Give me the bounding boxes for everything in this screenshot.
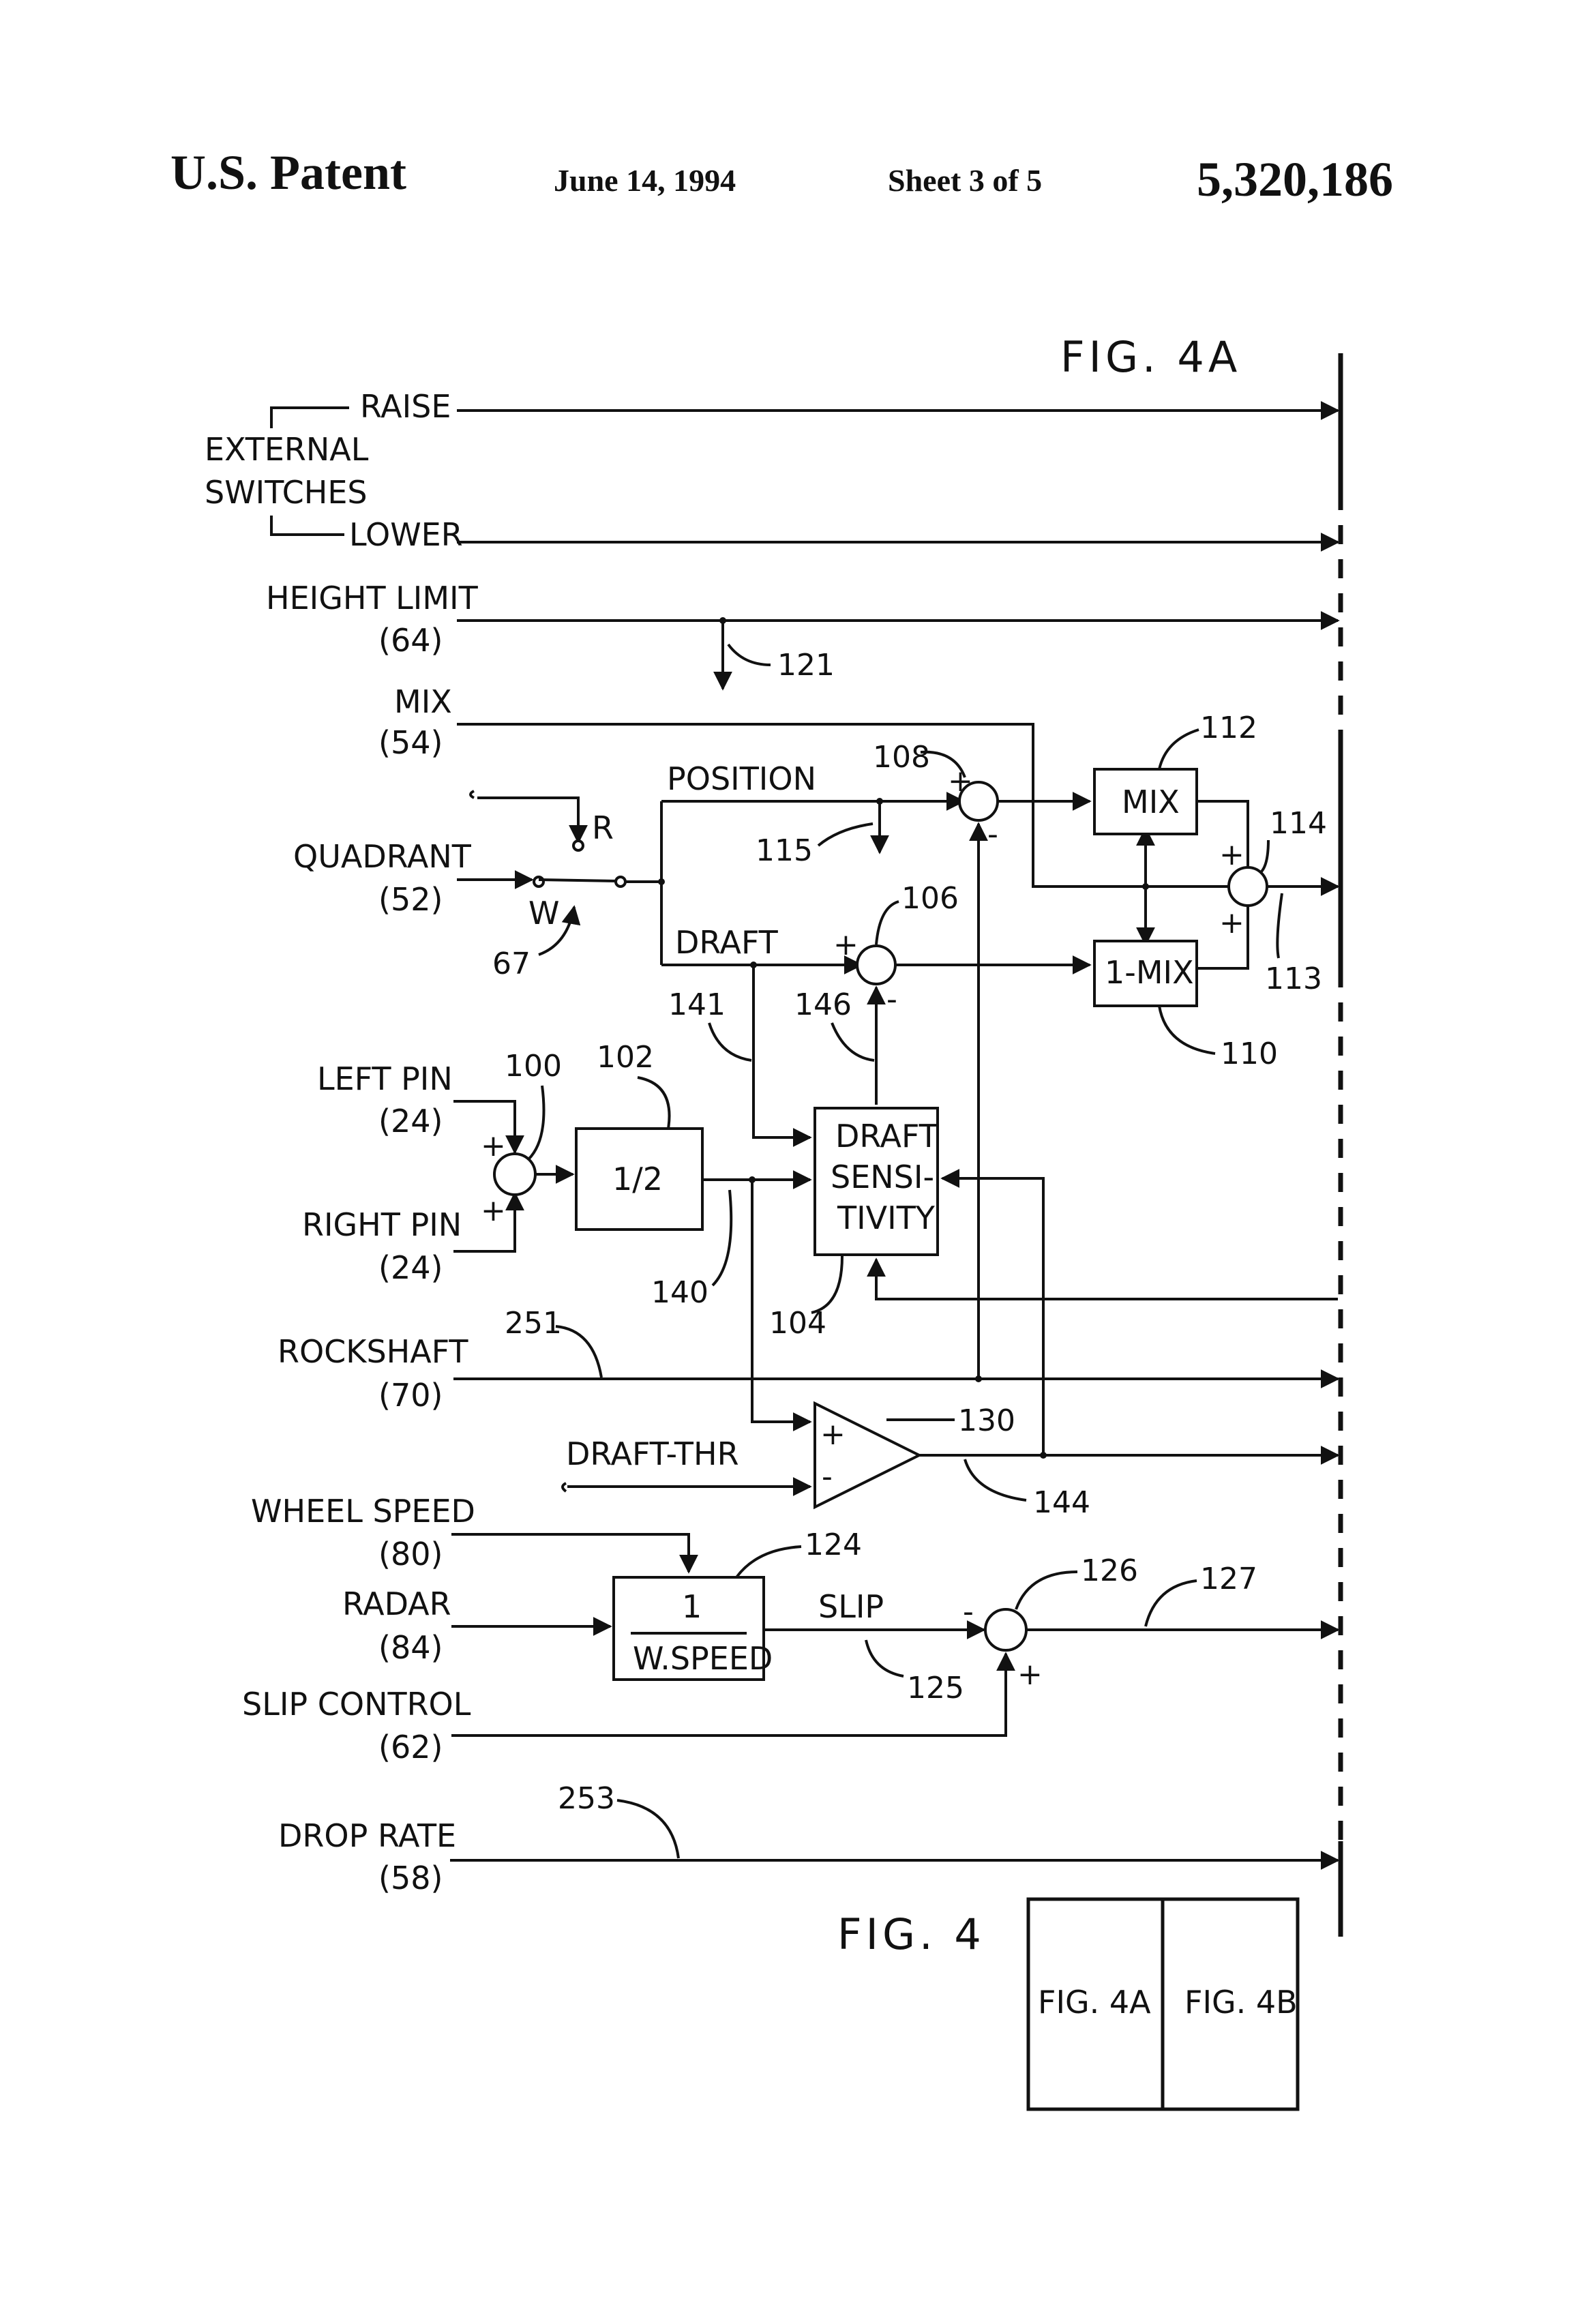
label-left-pin: LEFT PIN	[317, 1060, 453, 1097]
label-slip-control: SLIP CONTROL	[242, 1686, 471, 1723]
label-external: EXTERNAL	[205, 431, 369, 468]
ref-67: 67	[492, 947, 531, 981]
summer-106: + - 106 146	[794, 881, 1090, 1105]
ref-146: 146	[794, 987, 852, 1022]
label-wheel-speed: WHEEL SPEED	[251, 1493, 475, 1530]
drop-rate-path: DROP RATE (58) 253	[278, 1781, 1338, 1896]
ref-144: 144	[1033, 1485, 1090, 1520]
label-mix-ref: (54)	[378, 724, 443, 761]
label-radar: RADAR	[342, 1585, 451, 1622]
slip-path: WHEEL SPEED (80) RADAR (84) 1 W.SPEED 12…	[242, 1493, 1338, 1766]
svg-text:-: -	[963, 1594, 974, 1629]
svg-text:+: +	[1017, 1657, 1043, 1692]
svg-text:+: +	[481, 1193, 506, 1228]
ref-141: 141	[668, 987, 726, 1022]
signal-slip: SLIP	[818, 1588, 884, 1625]
block-mix-label: MIX	[1122, 784, 1180, 820]
svg-text:+: +	[1219, 906, 1244, 940]
ref-114: 114	[1270, 806, 1327, 841]
ref-127: 127	[1200, 1562, 1257, 1596]
one-minus-mix-block: 1-MIX 110	[1094, 904, 1278, 1071]
label-quadrant-ref: (52)	[378, 881, 443, 918]
label-raise: RAISE	[360, 388, 451, 425]
block-half-label: 1/2	[612, 1161, 663, 1197]
pin-inputs: LEFT PIN (24) RIGHT PIN (24) + + 100	[302, 1049, 573, 1286]
ref-130: 130	[958, 1403, 1015, 1438]
signal-position: POSITION	[667, 760, 816, 797]
ref-100: 100	[505, 1049, 562, 1084]
label-mix: MIX	[394, 683, 452, 720]
label-draft-thr: DRAFT-THR	[566, 1435, 739, 1472]
label-height-limit: HEIGHT LIMIT	[266, 580, 479, 616]
figure-title: FIG. 4A	[1060, 332, 1241, 382]
ref-112: 112	[1200, 711, 1257, 745]
ref-108: 108	[873, 740, 930, 775]
ref-124: 124	[805, 1528, 862, 1562]
svg-text:+: +	[820, 1417, 846, 1452]
key-fig-4a: FIG. 4A	[1038, 1984, 1151, 2021]
label-lower: LOWER	[349, 516, 463, 553]
svg-text:-: -	[987, 817, 998, 852]
label-slip-control-ref: (62)	[378, 1729, 443, 1766]
svg-text:+: +	[833, 927, 859, 962]
label-left-pin-ref: (24)	[378, 1103, 443, 1139]
ref-251: 251	[505, 1306, 562, 1341]
ref-126: 126	[1081, 1553, 1138, 1588]
ref-113: 113	[1265, 962, 1322, 996]
label-drop-rate: DROP RATE	[278, 1817, 456, 1854]
block-recip-den: W.SPEED	[633, 1640, 773, 1677]
signal-draft: DRAFT	[675, 924, 779, 961]
label-switches: SWITCHES	[205, 474, 368, 511]
height-limit-path: HEIGHT LIMIT (64) 121	[266, 580, 1338, 689]
svg-text:-: -	[886, 982, 897, 1017]
external-switches: RAISE EXTERNAL SWITCHES LOWER	[205, 388, 1338, 553]
ref-115: 115	[756, 833, 813, 868]
switch-w: W	[528, 895, 559, 932]
half-block: 1/2 102 140	[576, 1040, 810, 1422]
ref-125: 125	[907, 1671, 964, 1705]
label-quadrant: QUADRANT	[293, 838, 472, 875]
block-draft-line3: TIVITY	[837, 1200, 936, 1236]
ref-110: 110	[1221, 1037, 1278, 1071]
label-right-pin: RIGHT PIN	[302, 1206, 462, 1243]
block-recip-num: 1	[682, 1588, 702, 1625]
label-drop-rate-ref: (58)	[378, 1860, 443, 1896]
ref-140: 140	[651, 1275, 708, 1310]
block-one-minus-mix-label: 1-MIX	[1105, 954, 1194, 991]
summer-108: + - 108	[873, 740, 1090, 1381]
ref-121: 121	[777, 648, 835, 683]
comparator-130: + - DRAFT-THR 130 144	[563, 1403, 1338, 1520]
block-draft-line1: DRAFT	[835, 1118, 939, 1154]
svg-text:+: +	[481, 1129, 506, 1163]
draft-tap: 141	[668, 962, 810, 1137]
label-rockshaft-ref: (70)	[378, 1377, 443, 1414]
svg-text:-: -	[822, 1459, 833, 1494]
switch-r: R	[592, 809, 614, 846]
label-wheel-speed-ref: (80)	[378, 1536, 443, 1573]
label-height-limit-ref: (64)	[378, 622, 443, 659]
ref-106: 106	[901, 881, 959, 916]
svg-text:+: +	[1219, 837, 1244, 872]
figure-overview-title: FIG. 4	[837, 1909, 985, 1959]
quadrant-path: QUADRANT (52) R W 67 POSITION DRAFT 115	[293, 760, 964, 981]
figure-key: FIG. 4 FIG. 4A FIG. 4B	[837, 1899, 1298, 2109]
ref-102: 102	[597, 1040, 654, 1075]
label-rockshaft: ROCKSHAFT	[278, 1333, 468, 1370]
draft-sensitivity-block: DRAFT SENSI- TIVITY 104	[769, 1108, 1338, 1456]
label-right-pin-ref: (24)	[378, 1249, 443, 1286]
block-draft-line2: SENSI-	[831, 1159, 934, 1195]
ref-253: 253	[558, 1781, 615, 1816]
label-radar-ref: (84)	[378, 1629, 443, 1666]
key-fig-4b: FIG. 4B	[1184, 1984, 1298, 2021]
